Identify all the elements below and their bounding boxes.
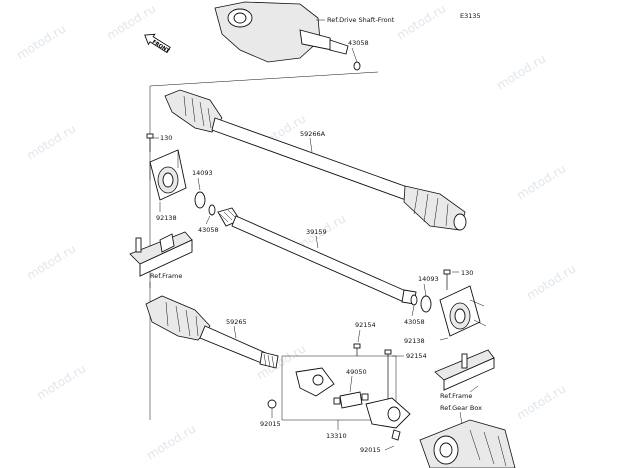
leader: [197, 177, 201, 191]
leader: [439, 337, 449, 341]
watermark: motod.ru: [494, 51, 548, 92]
front-housing: [214, 1, 349, 63]
watermark: motod.ru: [514, 381, 568, 422]
label-43058-right: 43058: [404, 318, 425, 326]
leader: [233, 325, 237, 339]
label-130-right: 130: [461, 269, 473, 277]
bolt-130-right: [443, 269, 451, 290]
leader: [469, 385, 479, 393]
gear-box: [419, 419, 516, 468]
leader: [384, 445, 395, 451]
seal-14093-left: [194, 191, 206, 209]
leader: [309, 137, 313, 153]
label-92015-left: 92015: [260, 420, 281, 428]
watermark: motod.ru: [14, 21, 68, 62]
label-39159: 39159: [306, 228, 327, 236]
label-43058-left: 43058: [198, 226, 219, 234]
spider-49050: [333, 391, 369, 409]
leader: [357, 329, 361, 343]
watermark: motod.ru: [34, 361, 88, 402]
bolt-92154-b: [384, 349, 392, 404]
watermark: motod.ru: [24, 121, 78, 162]
yoke-right: [365, 397, 411, 441]
yoke-left: [295, 367, 335, 397]
leader: [423, 283, 427, 297]
bolt-92154-a: [353, 343, 361, 356]
label-14093-right: 14093: [418, 275, 439, 283]
watermark-layer: motod.ru motod.ru motod.ru motod.ru moto…: [14, 1, 578, 462]
bolt-130-left: [146, 133, 154, 152]
leader: [315, 235, 319, 249]
leader: [205, 215, 211, 225]
propeller-shaft-39159: [217, 207, 417, 305]
leader: [459, 411, 463, 425]
front-arrow-icon: FRONT: [144, 33, 171, 55]
seal-14093-right: [420, 295, 432, 313]
label-92154-b: 92154: [406, 352, 427, 360]
frame-bracket-left: [129, 231, 193, 277]
circlip-43058-top: [353, 61, 361, 71]
leader: [351, 47, 358, 63]
watermark: motod.ru: [394, 1, 448, 42]
label-92154-a: 92154: [355, 321, 376, 329]
assembly-bracket: [281, 355, 397, 421]
watermark: motod.ru: [524, 261, 578, 302]
label-59265: 59265: [226, 318, 247, 326]
label-59266A: 59266A: [300, 130, 326, 138]
label-13310: 13310: [326, 432, 347, 440]
label-130-left: 130: [160, 134, 172, 142]
frame-bracket-right: [434, 349, 495, 391]
label-ref-gear-box: Ref.Gear Box: [440, 404, 482, 412]
label-49050: 49050: [346, 368, 367, 376]
circlip-43058-right: [410, 294, 418, 306]
label-ref-drive-shaft-front: Ref.Drive Shaft-Front: [327, 16, 395, 24]
label-ref-frame-right: Ref.Frame: [440, 392, 472, 400]
label-14093-left: 14093: [192, 169, 213, 177]
drive-shaft-59265: [145, 295, 279, 369]
bearing-92138-right: [439, 285, 487, 337]
nut-92015-left: [267, 399, 277, 409]
bearing-92138-left: [149, 149, 187, 201]
label-92138-right: 92138: [404, 337, 425, 345]
label-43058-top: 43058: [348, 39, 369, 47]
watermark: motod.ru: [514, 161, 568, 202]
label-92138-left: 92138: [156, 214, 177, 222]
drive-shaft-59266A: [164, 89, 467, 231]
watermark: motod.ru: [144, 421, 198, 462]
leader: [349, 375, 353, 393]
diagram-code: E3135: [460, 12, 481, 20]
leader: [411, 305, 415, 317]
leader: [149, 71, 379, 87]
label-ref-frame-left: Ref.Frame: [150, 272, 182, 280]
watermark: motod.ru: [24, 241, 78, 282]
circlip-43058-left: [208, 204, 216, 216]
label-92015-right: 92015: [360, 446, 381, 454]
